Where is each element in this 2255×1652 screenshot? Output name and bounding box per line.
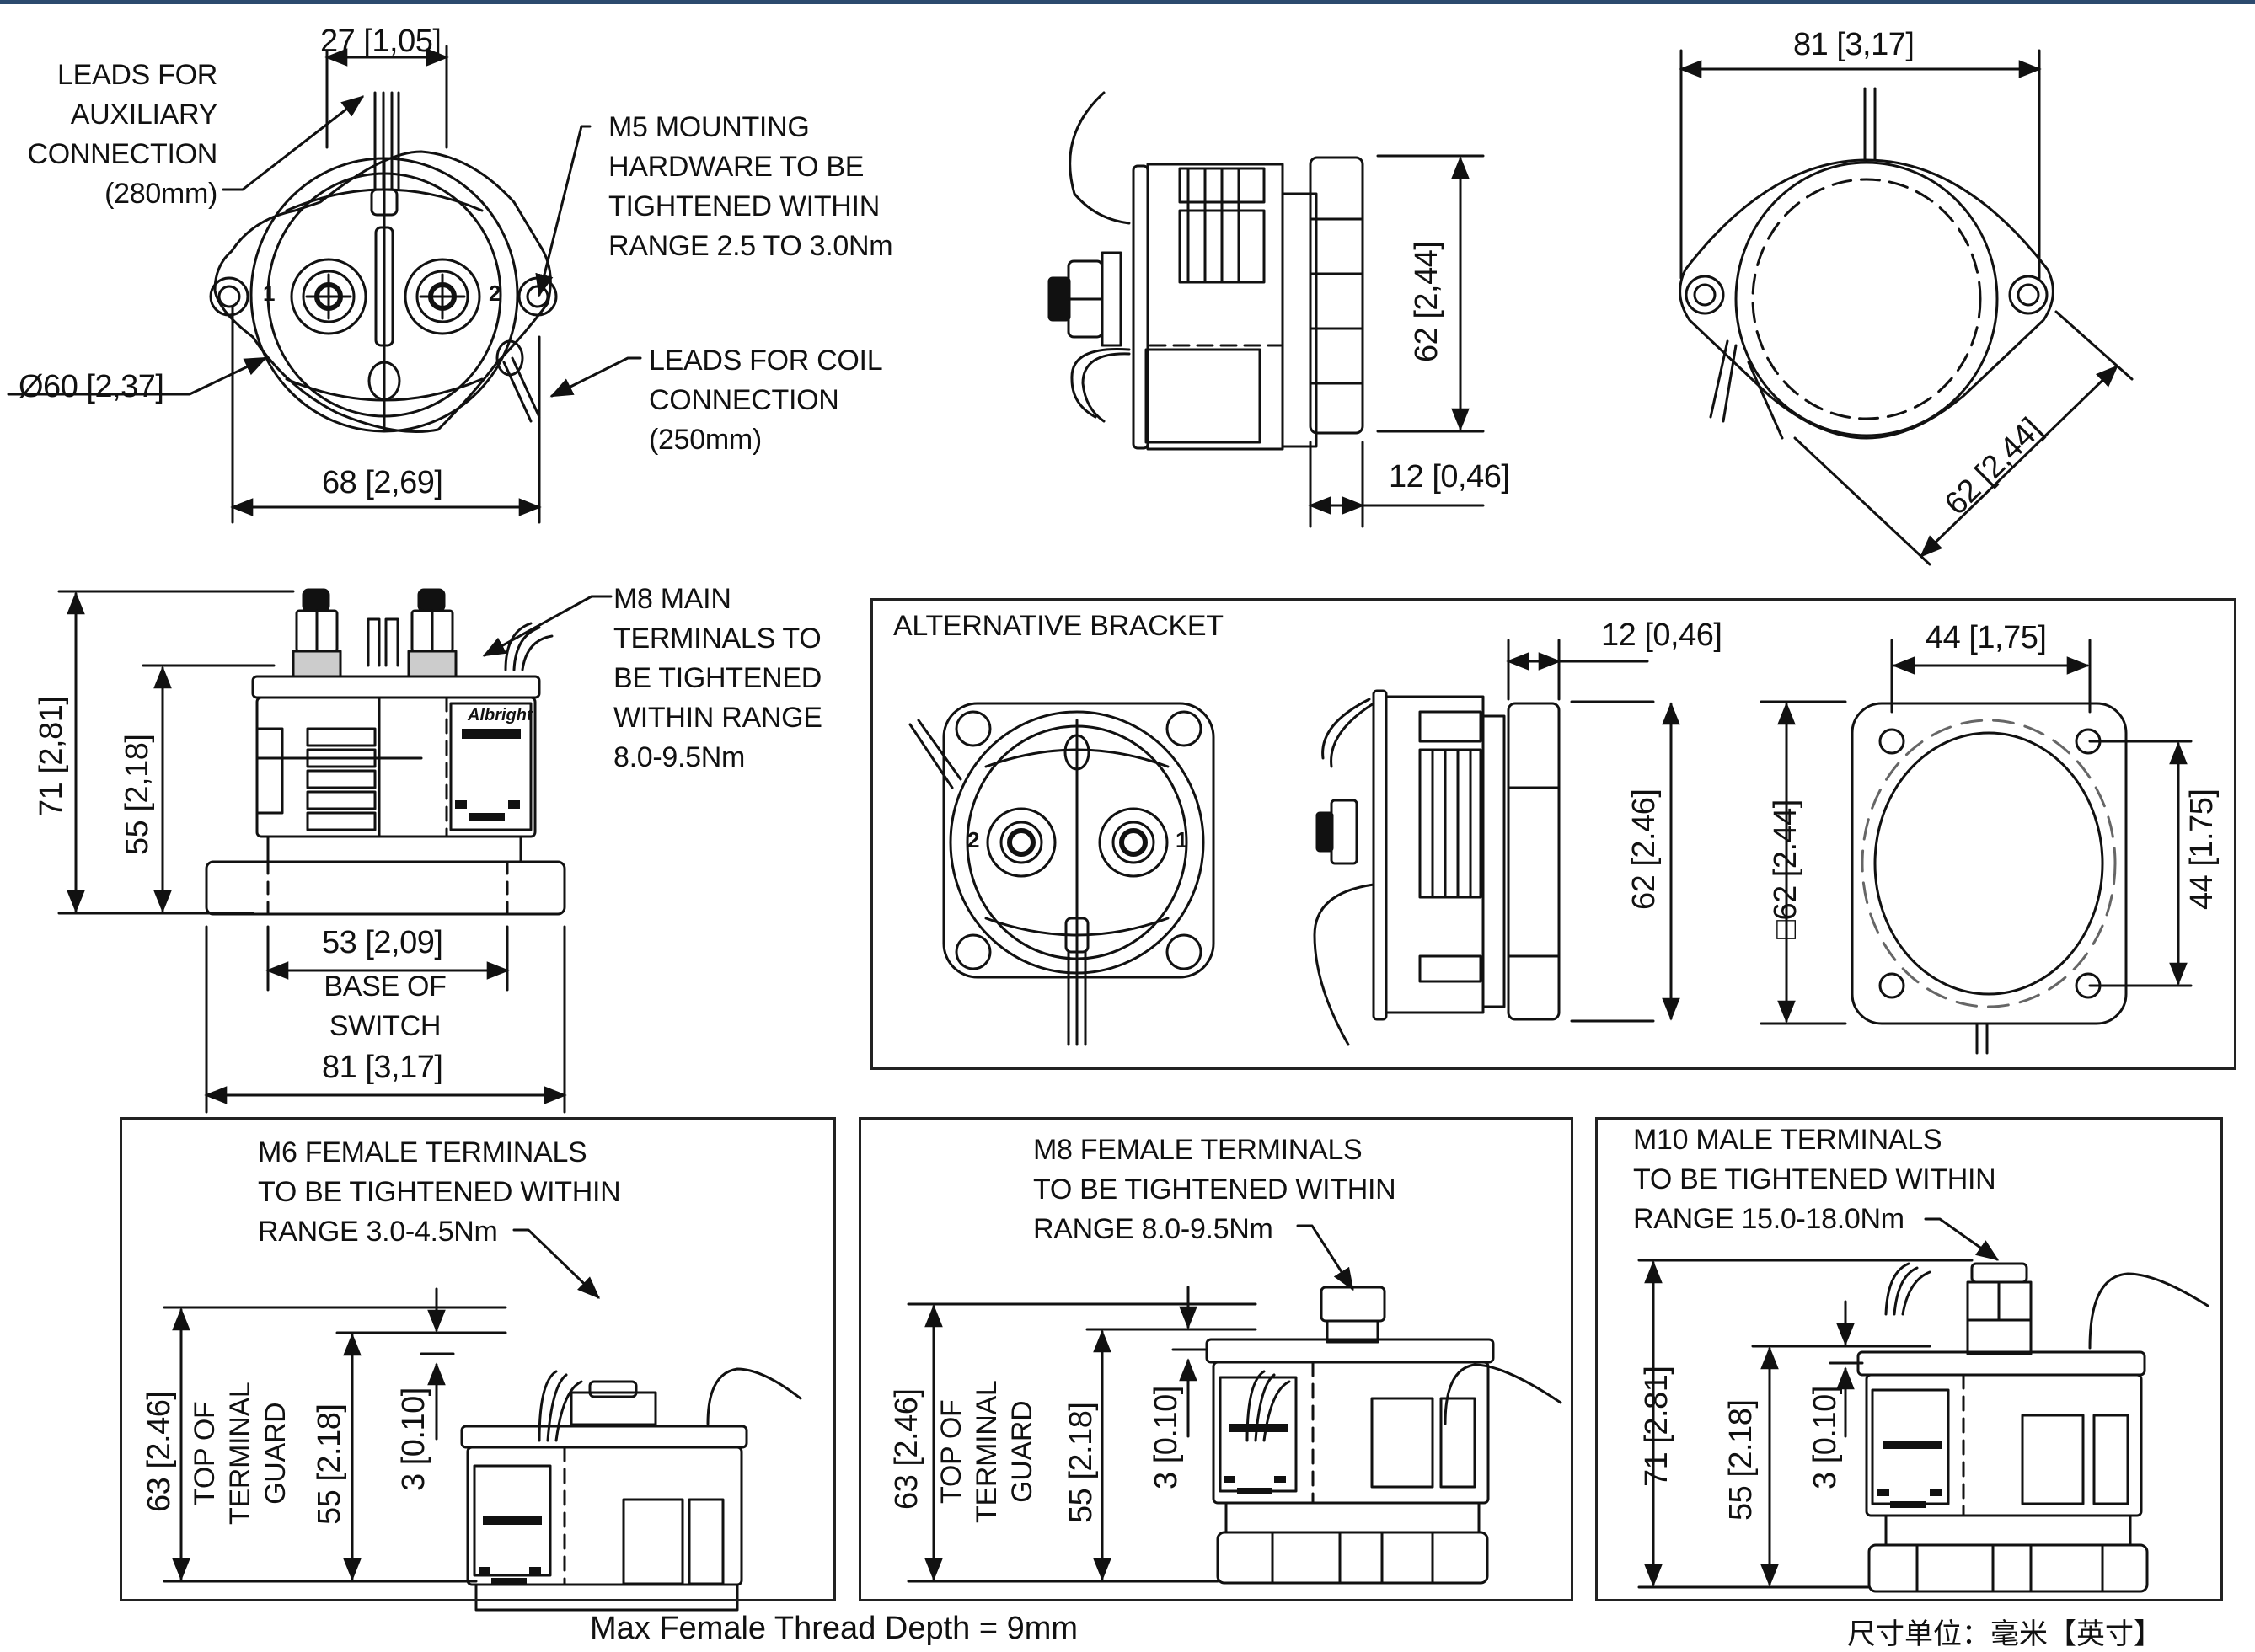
- label-coil-leads: LEADS FOR COIL CONNECTION (250mm): [649, 345, 883, 456]
- alternative-bracket-panel: [870, 598, 2236, 1070]
- variant-m8-drawing: [907, 1224, 1562, 1585]
- variant-m10-dim-body: 55 [2.18]: [1723, 1399, 1759, 1521]
- cooling-fins: [1178, 167, 1266, 284]
- dim-flange-width-front: 81 [3,17]: [322, 1050, 443, 1085]
- dim-base-width: 53 [2,09]: [322, 925, 443, 960]
- cooling-fins: [255, 727, 377, 831]
- terminal-2-stud: [404, 258, 481, 335]
- variant-m6-dim-offset: 3 [0.10]: [396, 1387, 431, 1491]
- terminal-1-stud: [290, 258, 367, 335]
- top-accent-bar: [0, 0, 2255, 4]
- variant-panel-m8: [859, 1117, 1573, 1601]
- flange-base: [205, 860, 566, 916]
- alt-bracket-side-drawing: [1313, 639, 1680, 1046]
- brand-logo: Albright: [467, 706, 533, 724]
- alt-bracket-bottom-drawing: [1760, 639, 2193, 1055]
- alt-bracket-top-drawing: [908, 702, 1215, 1046]
- alt-dim-height: 62 [2.46]: [1626, 789, 1662, 910]
- label-main-terminals: M8 MAIN TERMINALS TO BE TIGHTENED WITHIN…: [613, 583, 822, 773]
- variant-panel-m10: [1595, 1117, 2223, 1601]
- center-bar: [374, 226, 394, 347]
- label-mounting-hardware: M5 MOUNTING HARDWARE TO BE TIGHTENED WIT…: [608, 111, 893, 262]
- variant-m10-drawing: [1637, 1217, 2209, 1593]
- dim-side-flange-thickness: 12 [0,46]: [1389, 459, 1510, 495]
- label-base-of-switch: BASE OF SWITCH: [324, 970, 447, 1042]
- dim-body-height: 55 [2,18]: [120, 734, 155, 855]
- variant-m8-dim-offset: 3 [0.10]: [1149, 1386, 1184, 1489]
- dim-total-height: 71 [2,81]: [34, 696, 69, 817]
- alt-terminal-2-label: 2: [967, 827, 979, 853]
- switch-body: [251, 675, 541, 699]
- footer-units-note: 尺寸单位：毫米【英寸】: [1847, 1617, 2162, 1651]
- terminal-2-label: 2: [489, 281, 501, 306]
- terminal-nut: [1047, 251, 1122, 347]
- alt-dim-square: □62 [2.44]: [1768, 799, 1803, 939]
- alt-terminal-1-label: 1: [1176, 827, 1187, 853]
- variant-m6-dim-body: 55 [2.18]: [312, 1403, 347, 1525]
- dim-flange-width: 68 [2,69]: [322, 465, 443, 500]
- alternative-bracket-title: ALTERNATIVE BRACKET: [893, 610, 1224, 642]
- dim-body-diameter: Ø60 [2,37]: [19, 369, 164, 404]
- variant-m8-dim-total: 63 [2.46]: [889, 1388, 924, 1510]
- mounting-hole-left: [209, 276, 249, 317]
- dim-side-height: 62 [2,44]: [1409, 241, 1444, 362]
- variant-m6-dim-total-note: TOP OF TERMINAL GUARD: [189, 1382, 292, 1525]
- alt-dim-hole-spacing-v: 44 [1.75]: [2184, 789, 2220, 910]
- flange-diamond: [1679, 158, 2054, 440]
- top-view-drawing: [7, 45, 642, 524]
- variant-m8-label: M8 FEMALE TERMINALS TO BE TIGHTENED WITH…: [1033, 1134, 1396, 1245]
- coil-leads: [495, 339, 541, 423]
- label-aux-leads: LEADS FOR AUXILIARY CONNECTION (280mm): [27, 59, 217, 210]
- terminal-right: [407, 588, 458, 678]
- bottom-view-drawing: [1679, 49, 2134, 566]
- variant-m8-dim-body: 55 [2.18]: [1063, 1402, 1099, 1523]
- alt-flange-profile: [1507, 702, 1561, 1021]
- variant-m10-dim-offset: 3 [0.10]: [1808, 1386, 1843, 1489]
- variant-m10-dim-total: 71 [2.81]: [1639, 1366, 1674, 1487]
- variant-m6-drawing: [163, 1228, 802, 1612]
- aux-leads: [370, 91, 400, 217]
- dim-lead-spacing: 27 [1,05]: [320, 24, 442, 59]
- variant-m10-label: M10 MALE TERMINALS TO BE TIGHTENED WITHI…: [1633, 1124, 1996, 1235]
- variant-panel-m6: [120, 1117, 836, 1601]
- alt-dim-hole-spacing-h: 44 [1,75]: [1926, 620, 2047, 655]
- footer-thread-depth-note: Max Female Thread Depth = 9mm: [590, 1611, 1079, 1646]
- side-view-drawing: [1047, 91, 1485, 528]
- variant-m8-dim-total-note: TOP OF TERMINAL GUARD: [935, 1380, 1038, 1523]
- variant-m6-dim-total: 63 [2.46]: [142, 1391, 177, 1512]
- terminal-left: [292, 588, 342, 678]
- front-view-drawing: Albright: [57, 588, 613, 1114]
- dim-bottom-width: 81 [3,17]: [1793, 27, 1915, 62]
- terminal-1-label: 1: [263, 281, 275, 306]
- flange-profile: [1309, 156, 1364, 435]
- mounting-flange: [213, 150, 552, 433]
- variant-m6-label: M6 FEMALE TERMINALS TO BE TIGHTENED WITH…: [258, 1136, 621, 1248]
- alt-dim-flange-thickness: 12 [0,46]: [1601, 617, 1722, 653]
- mounting-hole-right: [517, 276, 558, 317]
